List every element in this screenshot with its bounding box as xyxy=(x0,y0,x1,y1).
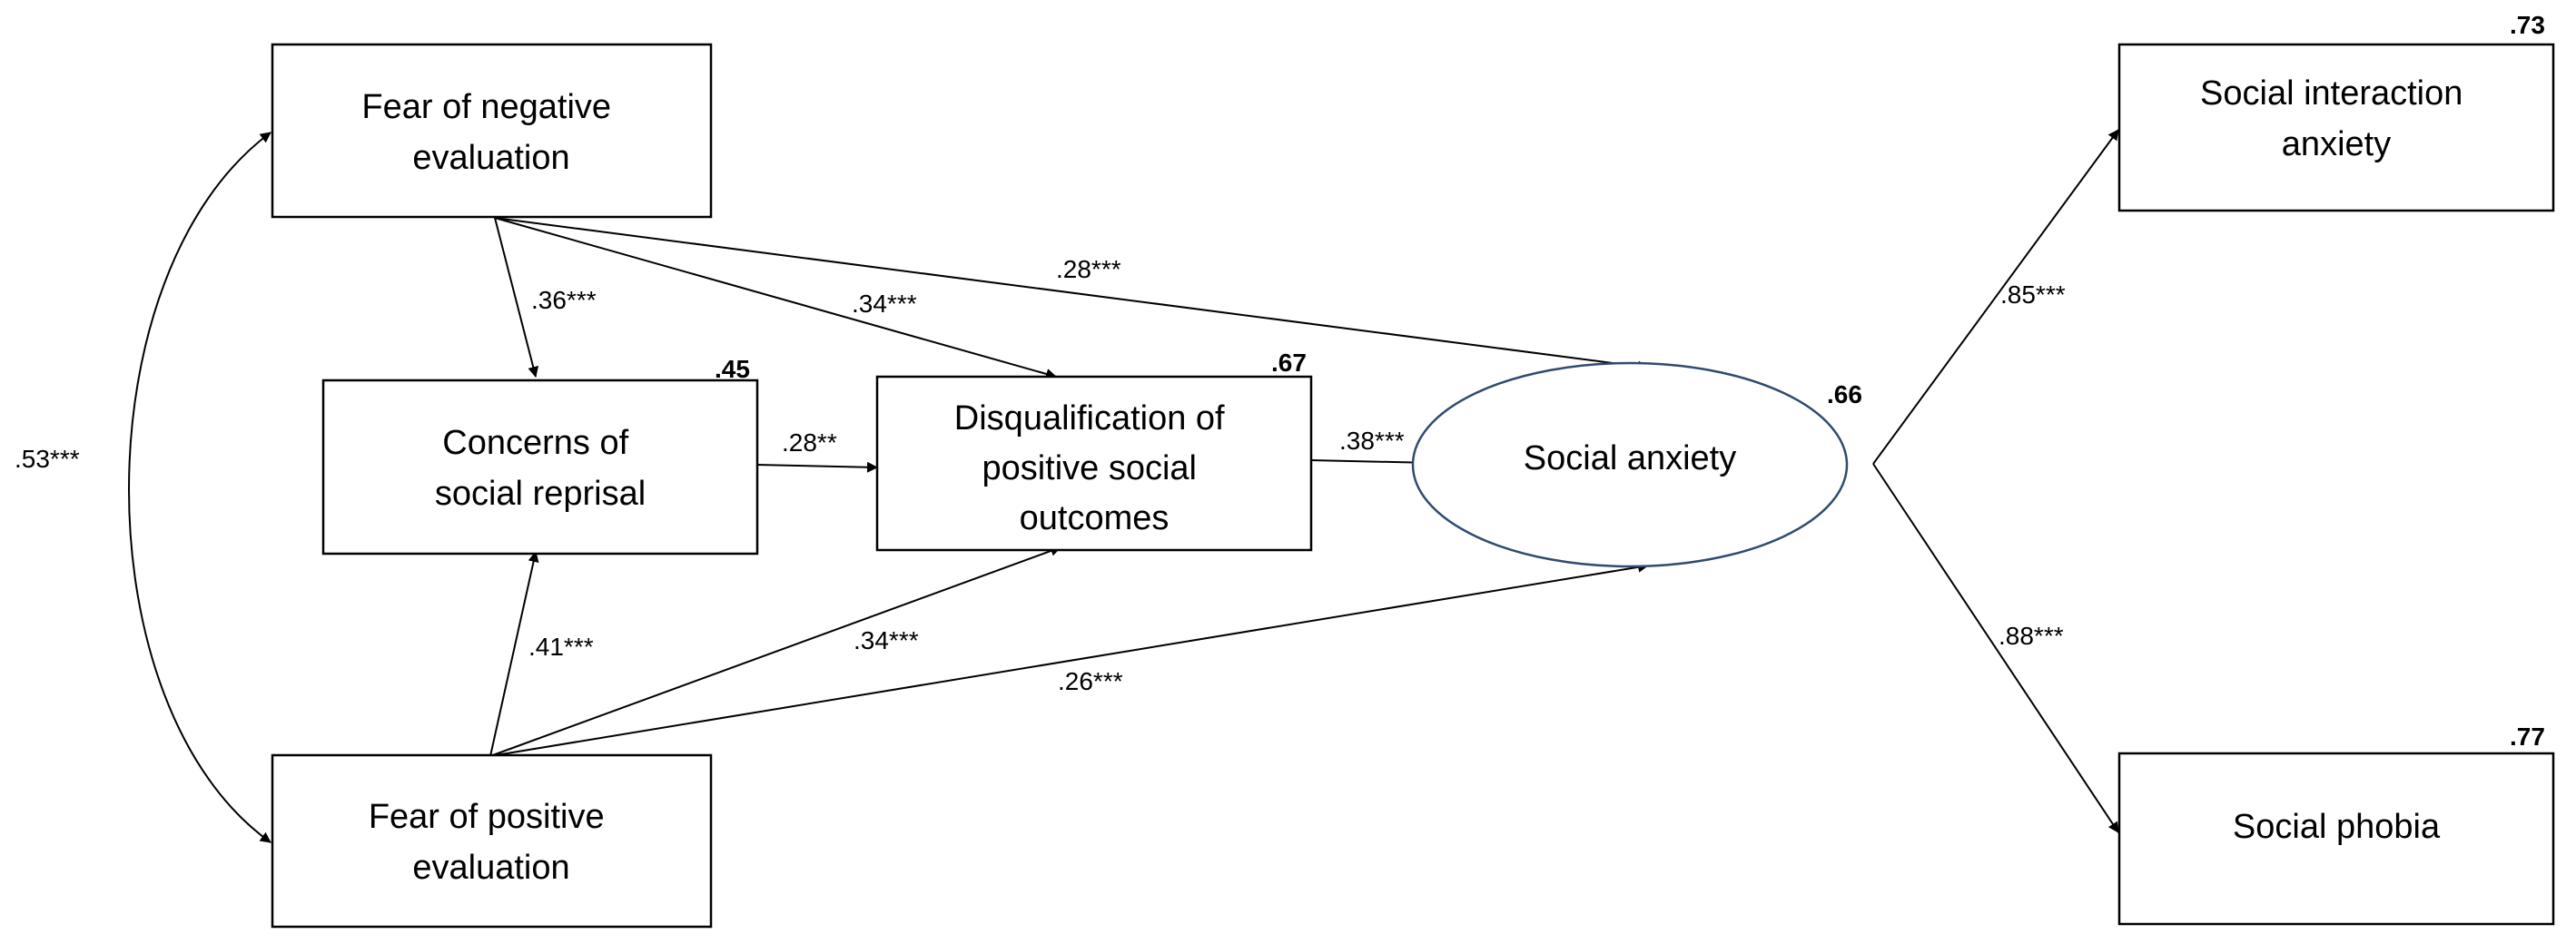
node-sp-label: Social phobia xyxy=(2233,808,2441,846)
path-arrow-fpe-sa xyxy=(489,561,1649,757)
coef-dpo-sa: .38*** xyxy=(1339,427,1405,455)
node-dpo-line-3: outcomes xyxy=(1020,499,1170,537)
r2-label-csr: .45 xyxy=(715,355,750,383)
node-sa-label: Social anxiety xyxy=(1524,439,1736,477)
coef-csr-dpo: .28** xyxy=(782,428,837,457)
node-concerns-of-social-reprisal: Concerns of social reprisal .45 xyxy=(321,355,759,556)
svg-text:Social interaction anxie: Social interaction anxiety xyxy=(2200,74,2472,163)
node-dpo-line-1: Disqualification of xyxy=(954,399,1225,438)
path-arrow-csr-dpo xyxy=(755,461,878,473)
node-fne-line-1: Fear of negative xyxy=(361,88,611,126)
node-social-phobia: Social phobia .77 xyxy=(2117,723,2555,926)
coef-fne-fpe: .53*** xyxy=(15,445,80,473)
path-arrow-fpe-dpo xyxy=(489,546,1061,757)
path-arrow-fne-csr xyxy=(494,217,539,378)
node-sia-line-1: Social interaction xyxy=(2200,74,2462,113)
path-arrow-sa-sp xyxy=(1872,463,2119,833)
node-social-anxiety: Social anxiety .66 xyxy=(1411,361,1862,568)
r2-label-sia: .73 xyxy=(2510,11,2545,39)
node-fpe-line-2: evaluation xyxy=(412,849,569,887)
node-fear-of-positive-evaluation: Fear of positive evaluation xyxy=(271,753,713,929)
node-fear-of-negative-evaluation: Fear of negative evaluation xyxy=(271,43,713,219)
svg-text:Fear of positive evaluat: Fear of positive evaluation xyxy=(369,798,614,887)
svg-text:Fear of negative evaluat: Fear of negative evaluation xyxy=(361,88,620,177)
coef-fpe-csr: .41*** xyxy=(528,633,594,661)
node-fpe-line-1: Fear of positive xyxy=(369,798,605,836)
coef-fpe-sa: .26*** xyxy=(1058,667,1123,695)
path-arrow-fpe-csr xyxy=(489,551,539,757)
r2-label-sp: .77 xyxy=(2510,723,2545,751)
svg-text:Disqualification of posi: Disqualification of positive social outc… xyxy=(954,399,1234,537)
r2-label-dpo: .67 xyxy=(1271,349,1307,377)
covariance-arrow-fne-fpe xyxy=(128,132,271,843)
node-dpo-line-2: positive social xyxy=(982,449,1197,487)
path-arrow-sa-sia xyxy=(1872,129,2119,465)
coef-sa-sp: .88*** xyxy=(1999,622,2064,650)
node-social-interaction-anxiety: Social interaction anxiety .73 xyxy=(2117,11,2555,212)
coef-sa-sia: .85*** xyxy=(2000,280,2066,309)
coef-fne-dpo: .34*** xyxy=(852,290,917,318)
path-arrow-fne-sa xyxy=(494,217,1649,372)
node-disqualification-of-positive-social-outcomes: Disqualification of positive social outc… xyxy=(875,349,1313,552)
node-csr-line-2: social reprisal xyxy=(435,475,646,513)
svg-text:Social anxiety: Social anxiety xyxy=(1524,439,1736,477)
svg-text:Social phobia: Social phobia xyxy=(2233,808,2441,846)
node-sia-line-2: anxiety xyxy=(2282,125,2391,163)
coef-fne-csr: .36*** xyxy=(531,286,597,314)
coef-fne-sa: .28*** xyxy=(1056,255,1121,283)
node-csr-line-1: Concerns of xyxy=(442,424,628,462)
path-arrow-fne-dpo xyxy=(494,217,1057,379)
svg-text:Concerns of social repri: Concerns of social reprisal xyxy=(435,424,646,513)
r2-label-sa: .66 xyxy=(1827,380,1862,408)
node-fne-line-2: evaluation xyxy=(412,139,569,177)
coef-fpe-dpo: .34*** xyxy=(854,626,919,654)
